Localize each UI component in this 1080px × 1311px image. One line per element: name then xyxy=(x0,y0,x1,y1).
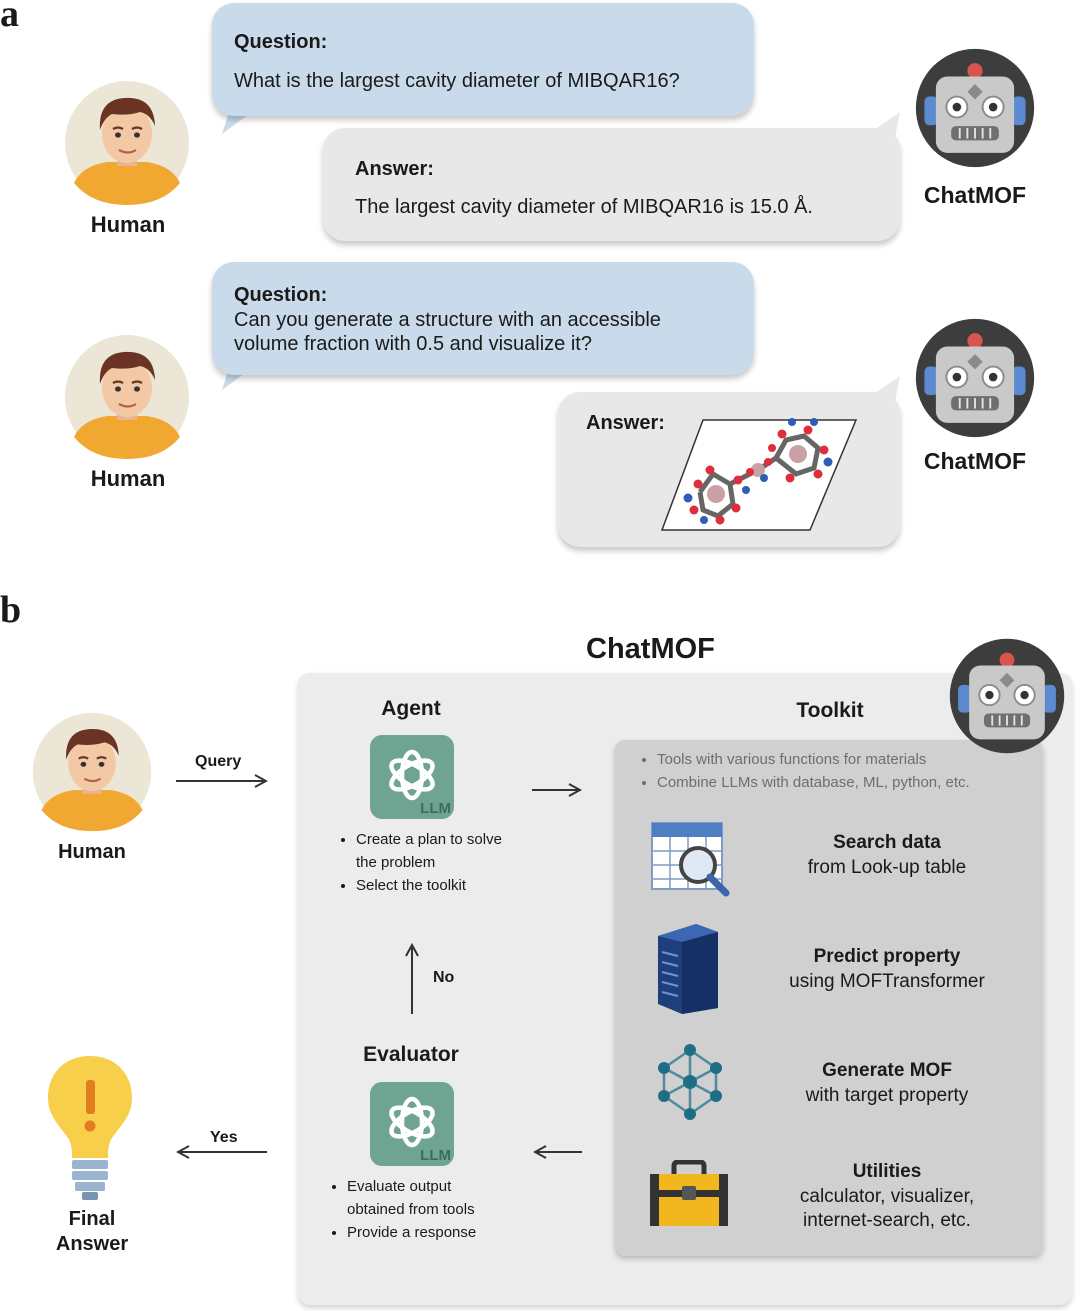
question-line-2: volume fraction with 0.5 and visualize i… xyxy=(234,333,592,355)
llm-label: LLM xyxy=(420,800,451,817)
evaluator-bullet: Evaluate output obtained from tools xyxy=(347,1175,507,1221)
panel-b-letter: b xyxy=(0,589,22,631)
chatmof-title: ChatMOF xyxy=(586,633,715,665)
query-label: Query xyxy=(195,753,242,770)
tool-subtitle: calculator, visualizer, xyxy=(799,1186,975,1207)
tool-subtitle: from Look-up table xyxy=(807,857,967,878)
tool-title: Predict property xyxy=(813,946,961,967)
human-label: Human xyxy=(90,466,166,491)
lightbulb-icon xyxy=(48,1056,132,1200)
human-label: Human xyxy=(58,841,126,863)
tool-title: Search data xyxy=(833,832,941,853)
agent-bullets: Create a plan to solve the problem Selec… xyxy=(336,828,511,897)
tool-subtitle: using MOFTransformer xyxy=(789,971,985,992)
toolkit-title: Toolkit xyxy=(796,699,864,722)
toolkit-bullets: Tools with various functions for materia… xyxy=(637,748,1037,794)
answer-bubble-2: Answer: xyxy=(558,392,900,547)
answer-heading: Answer: xyxy=(355,158,434,180)
panel-a-letter: a xyxy=(0,0,19,35)
question-heading: Question: xyxy=(234,284,328,306)
search-table-icon xyxy=(651,822,730,897)
server-icon xyxy=(658,924,718,1014)
chatmof-label: ChatMOF xyxy=(923,448,1027,474)
tool-title: Generate MOF xyxy=(822,1060,952,1081)
agent-bullet: Select the toolkit xyxy=(356,874,511,897)
agent-title: Agent xyxy=(381,697,441,720)
agent-bullet: Create a plan to solve the problem xyxy=(356,828,511,874)
mof-structure-icon xyxy=(660,418,858,531)
evaluator-bullets: Evaluate output obtained from tools Prov… xyxy=(327,1175,507,1244)
question-text: What is the largest cavity diameter of M… xyxy=(234,70,680,92)
question-line-1: Can you generate a structure with an acc… xyxy=(234,309,661,331)
question-bubble-1: Question: What is the largest cavity dia… xyxy=(212,3,754,116)
chatmof-label: ChatMOF xyxy=(923,182,1027,208)
toolkit-bullet: Combine LLMs with database, ML, python, … xyxy=(657,771,1037,794)
no-label: No xyxy=(433,969,455,986)
agent-llm-icon: LLM xyxy=(370,735,454,819)
question-heading: Question: xyxy=(234,31,328,53)
yes-label: Yes xyxy=(210,1129,238,1146)
final-answer-line-1: Final xyxy=(68,1208,116,1230)
toolkit-bullet: Tools with various functions for materia… xyxy=(657,748,1037,771)
network-icon xyxy=(658,1044,722,1120)
answer-bubble-1: Answer: The largest cavity diameter of M… xyxy=(323,128,900,241)
human-label: Human xyxy=(90,212,166,237)
answer-text: The largest cavity diameter of MIBQAR16 … xyxy=(355,196,813,218)
llm-label: LLM xyxy=(420,1147,451,1164)
final-answer-line-2: Answer xyxy=(55,1233,129,1255)
toolbox-icon xyxy=(650,1160,728,1226)
evaluator-bullet: Provide a response xyxy=(347,1221,507,1244)
tool-subtitle-2: internet-search, etc. xyxy=(803,1210,971,1231)
evaluator-llm-icon: LLM xyxy=(370,1082,454,1166)
tool-title: Utilities xyxy=(852,1161,922,1182)
evaluator-title: Evaluator xyxy=(363,1043,459,1066)
question-bubble-2: Question: Can you generate a structure w… xyxy=(212,262,754,375)
answer-heading: Answer: xyxy=(586,412,665,434)
tool-subtitle: with target property xyxy=(805,1085,969,1106)
